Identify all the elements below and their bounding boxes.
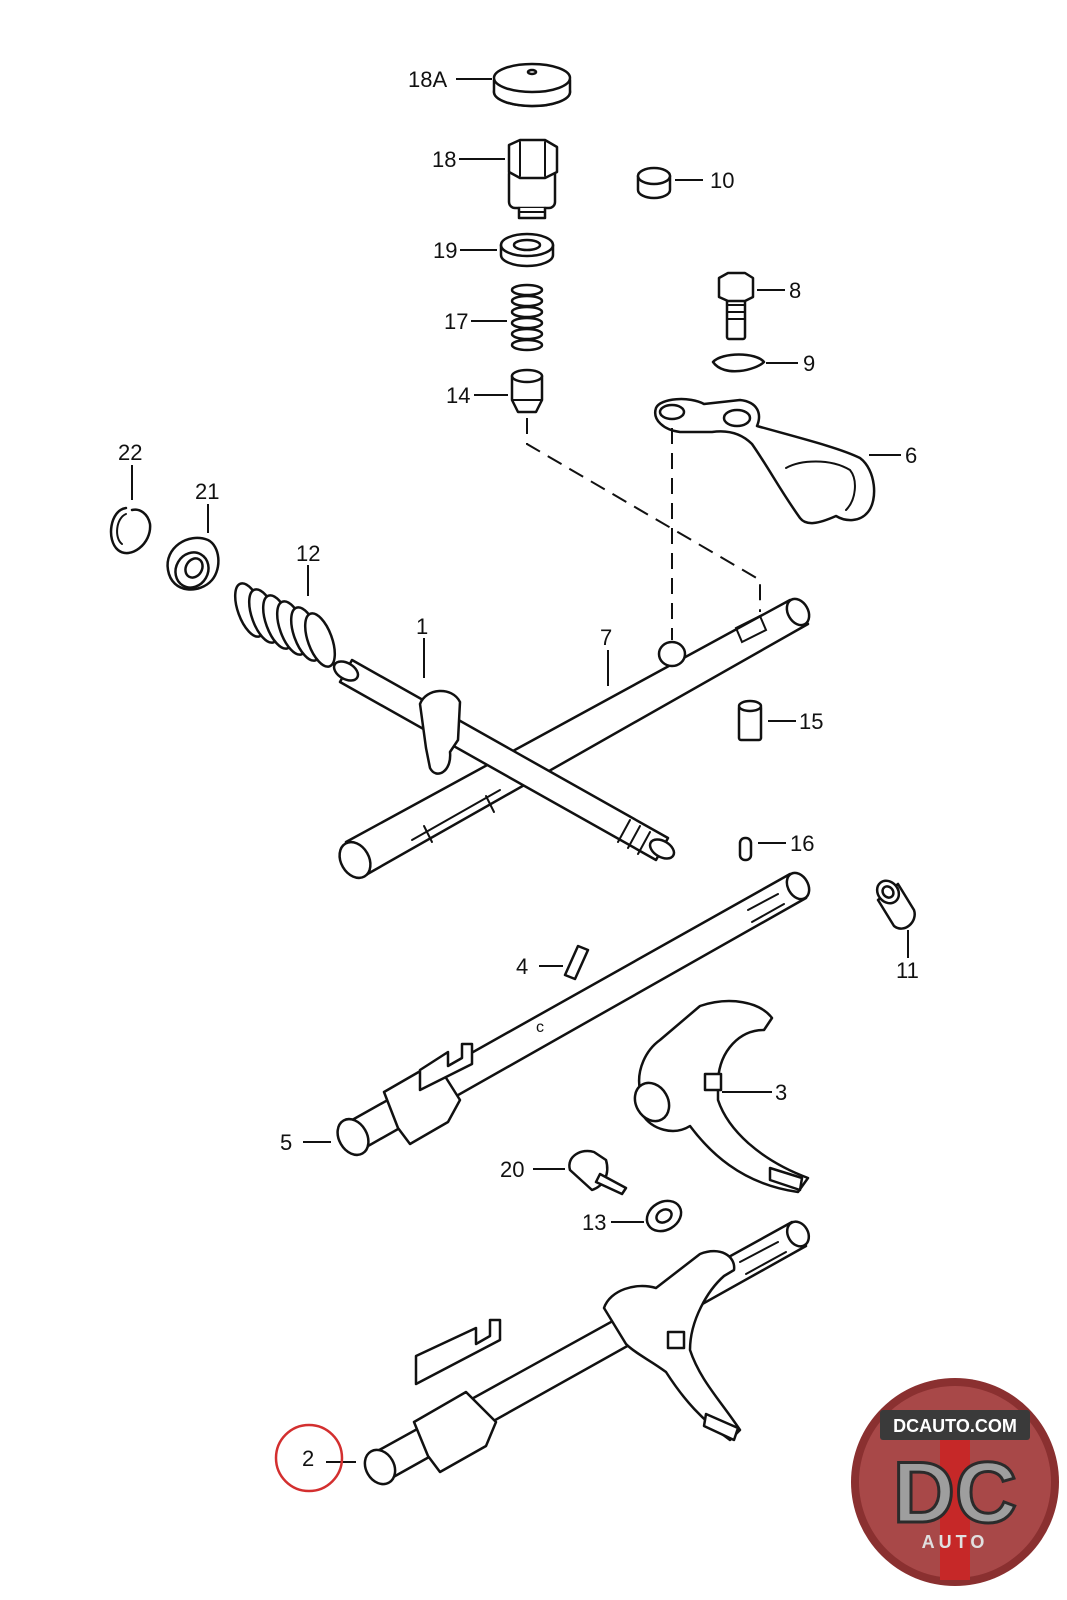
callout-20: 20 — [500, 1157, 524, 1182]
callout-8: 8 — [789, 278, 801, 303]
callout-22: 22 — [118, 440, 142, 465]
callout-1: 1 — [416, 614, 428, 639]
part-18-plug-screw — [507, 138, 559, 220]
callout-14: 14 — [446, 383, 470, 408]
callout-21: 21 — [195, 479, 219, 504]
part-11-roller — [875, 879, 916, 930]
part-3-shift-fork — [633, 999, 810, 1194]
callout-11: 11 — [896, 958, 919, 983]
logo-website: DCAUTO.COM — [893, 1416, 1017, 1436]
callout-6: 6 — [905, 443, 917, 468]
part-21-thrust-washer — [166, 536, 220, 591]
part-7-shift-rod — [338, 597, 811, 880]
logo-word: AUTO — [922, 1532, 989, 1552]
part-16-small-pin — [738, 836, 753, 862]
part-4-roll-pin — [563, 944, 590, 981]
part-1-selector-shaft — [332, 658, 676, 862]
part-15-pin — [737, 699, 763, 742]
dcauto-logo: DCAUTO.COM DC AUTO — [851, 1378, 1059, 1586]
part-10-plug — [636, 166, 672, 200]
part-19-seal-ring — [499, 232, 555, 268]
callout-5: 5 — [280, 1130, 292, 1155]
callout-10: 10 — [710, 168, 734, 193]
highlight-circle — [274, 1423, 344, 1493]
part-9-lock-washer — [711, 353, 766, 373]
part-8-bolt — [717, 271, 755, 341]
callout-15: 15 — [799, 709, 823, 734]
callout-4: 4 — [516, 954, 528, 979]
part-2-shift-rod — [363, 1220, 811, 1486]
part-17-spring — [510, 283, 544, 352]
callout-12: 12 — [296, 541, 320, 566]
callout-13: 13 — [582, 1210, 606, 1235]
part-20-screw — [568, 1149, 628, 1196]
callout-19: 19 — [433, 238, 457, 263]
logo-letters: DC — [893, 1445, 1017, 1541]
callout-3: 3 — [775, 1080, 787, 1105]
part-14-detent-plunger — [510, 368, 544, 414]
part-22-circlip — [109, 506, 152, 555]
part-13-seal — [645, 1199, 683, 1233]
part-12-spring — [233, 582, 337, 668]
callout-9: 9 — [803, 351, 815, 376]
part-18A-cap — [492, 62, 572, 108]
callout-18: 18 — [432, 147, 456, 172]
callout-17: 17 — [444, 309, 468, 334]
part-5-shift-rod: c — [336, 871, 811, 1157]
callout-2: 2 — [302, 1446, 314, 1471]
svg-text:c: c — [536, 1019, 544, 1036]
callout-18A: 18A — [408, 67, 447, 92]
part-6-selector-lever — [653, 397, 876, 525]
callout-7: 7 — [600, 625, 612, 650]
callout-16: 16 — [790, 831, 814, 856]
